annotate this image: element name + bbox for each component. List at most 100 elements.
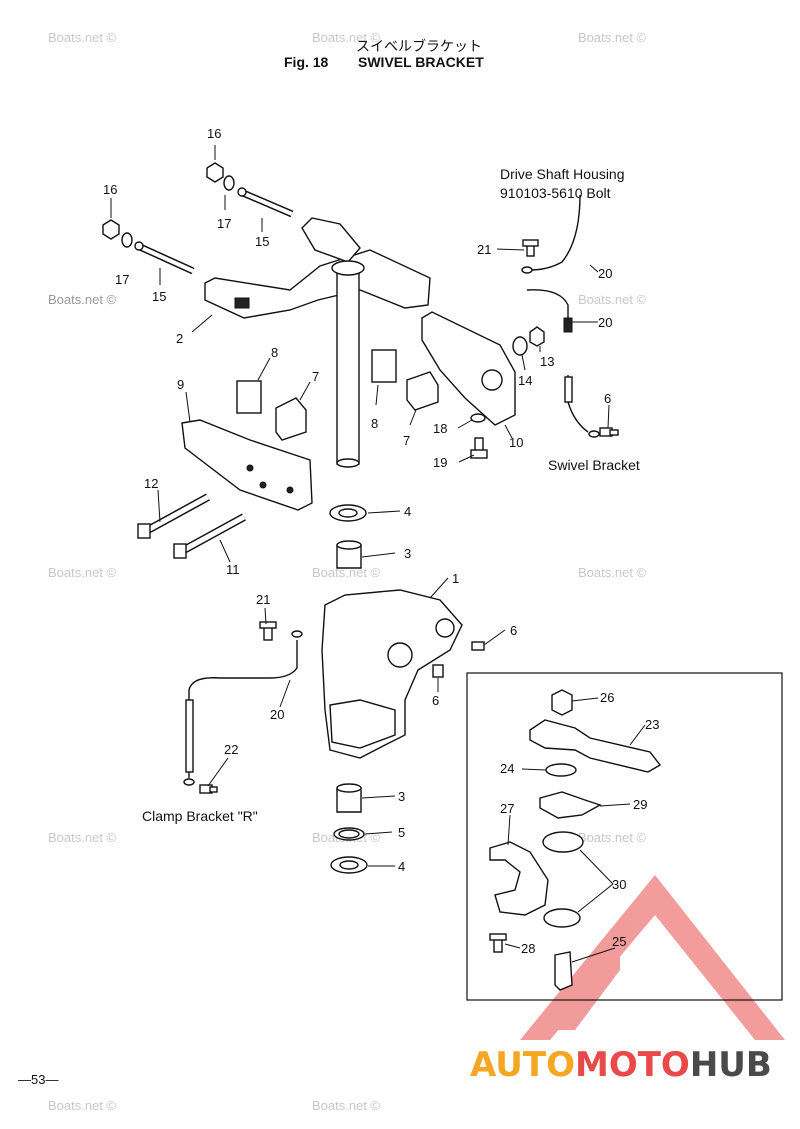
ground-lead [529, 194, 581, 271]
bolt-21-upper [522, 239, 539, 257]
part-number: 8 [271, 345, 279, 360]
tiller-grip [301, 217, 361, 263]
bolt-19 [470, 437, 488, 459]
part-number: 10 [509, 435, 524, 450]
part-number: 20 [598, 315, 613, 330]
watermark: Boats.net © [48, 830, 117, 845]
logo-part: MOTO [574, 1045, 690, 1085]
part-number: 13 [540, 354, 555, 369]
watermark: Boats.net © [312, 30, 381, 45]
bolt-code-label: 910103-5610 Bolt [500, 185, 611, 201]
watermark: Boats.net © [578, 830, 647, 845]
part-number: 29 [633, 797, 648, 812]
washer-17 [223, 175, 235, 191]
part-number: 7 [403, 433, 411, 448]
part-number: 1 [452, 571, 460, 586]
washer-18 [470, 413, 486, 423]
part-number: 5 [398, 825, 406, 840]
washer-30-lower [543, 908, 581, 928]
part-number: 4 [404, 504, 412, 519]
damper-8-right [371, 349, 397, 383]
damper-7-right [406, 371, 439, 411]
ground-lead [526, 289, 569, 330]
lever-23 [529, 719, 662, 773]
part-number: 6 [604, 391, 612, 406]
washer-14 [512, 336, 528, 356]
japanese-title: スイベルブラケット [356, 39, 482, 55]
nut-13 [529, 326, 545, 347]
figure-label: Fig. 18 [284, 54, 329, 70]
watermark: Boats.net © [312, 1098, 381, 1113]
part-number: 17 [115, 272, 130, 287]
bolt-12 [137, 493, 210, 539]
part-number: 6 [510, 623, 518, 638]
part-number: 17 [217, 216, 232, 231]
nut-26 [551, 689, 573, 716]
part-number: 20 [598, 266, 613, 281]
watermark: Boats.net © [578, 292, 647, 307]
steering-arm [204, 249, 431, 319]
watermark: Boats.net © [578, 30, 647, 45]
bolt-21-lower [259, 621, 277, 641]
watermark: Boats.net © [48, 292, 117, 307]
part-number: 21 [256, 592, 271, 607]
washer-30-upper [542, 831, 584, 853]
bolt-28 [489, 933, 507, 953]
pin-25 [554, 951, 573, 991]
part-number: 11 [226, 562, 240, 577]
bolt-15-upper [237, 187, 294, 218]
washer-24 [545, 763, 577, 777]
inset-frame [466, 672, 783, 1001]
part-number: 28 [521, 941, 536, 956]
part-number: 15 [255, 234, 270, 249]
swivel-bracket-label: Swivel Bracket [548, 457, 640, 473]
part-number: 30 [612, 877, 627, 892]
part-number: 4 [398, 859, 406, 874]
part-number: 18 [433, 421, 448, 436]
part-number: 15 [152, 289, 167, 304]
logo-triangle [520, 875, 785, 1040]
page-number: —53— [18, 1072, 59, 1087]
washer-17 [121, 232, 133, 248]
part-number: 19 [433, 455, 448, 470]
part-number: 12 [144, 476, 159, 491]
swivel-side-plate [421, 311, 516, 426]
watermark: Boats.net © [48, 565, 117, 580]
damper-7-left [275, 397, 307, 441]
part-number: 6 [432, 693, 440, 708]
part-number: 21 [477, 242, 492, 257]
bolt-22 [199, 784, 218, 794]
page-title: SWIVEL BRACKET [358, 54, 484, 70]
plate-29 [539, 791, 602, 819]
part-number: 24 [500, 761, 515, 776]
bolt-11 [173, 513, 246, 559]
part-number: 20 [270, 707, 285, 722]
part-number: 2 [176, 331, 184, 346]
part-number: 22 [224, 742, 239, 757]
watermark: Boats.net © [48, 30, 117, 45]
arm-slot [234, 297, 250, 309]
logo-part: AUTO [470, 1045, 575, 1085]
part-number: 8 [371, 416, 379, 431]
part-number: 3 [398, 789, 406, 804]
nut-16 [102, 219, 120, 240]
part-number: 26 [600, 690, 615, 705]
bolt-6-upper [599, 427, 619, 437]
automotohub-logo: AUTOMOTOHUB [470, 1045, 772, 1085]
part-number: 7 [312, 369, 320, 384]
steering-shaft [336, 267, 360, 465]
part-number: 25 [612, 934, 627, 949]
ground-lead-lower [188, 640, 298, 778]
drive-shaft-housing-label: Drive Shaft Housing [500, 166, 625, 182]
clamp-bracket-label: Clamp Bracket "R" [142, 808, 258, 824]
part-number: 9 [177, 377, 185, 392]
watermark: Boats.net © [312, 565, 381, 580]
bolt-6-mid-right [471, 641, 485, 651]
link-27 [489, 841, 549, 916]
part-number: 14 [518, 373, 533, 388]
leader-lines [110, 145, 646, 963]
watermark: Boats.net © [578, 565, 647, 580]
part-number: 16 [207, 126, 222, 141]
